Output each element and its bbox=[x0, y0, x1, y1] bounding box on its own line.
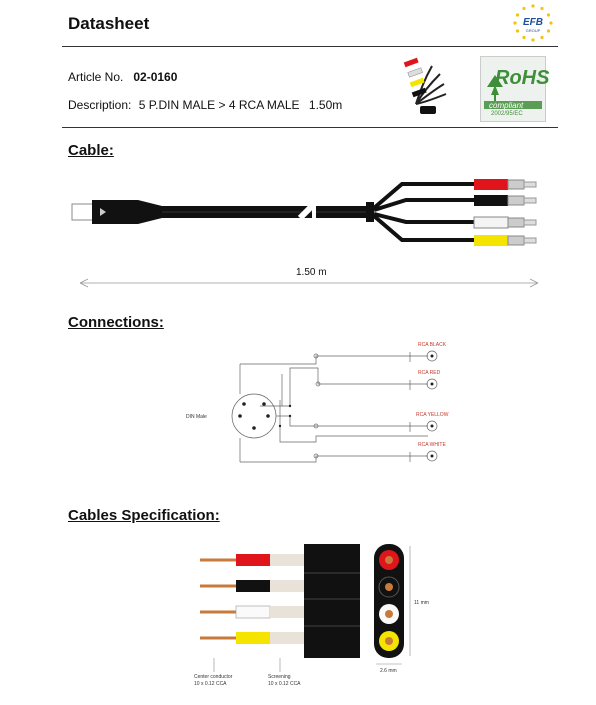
rca-label-white: RCA WHITE bbox=[418, 442, 446, 448]
din-male-label: DIN Male bbox=[186, 414, 207, 420]
article-number-row: Article No. 02-0160 bbox=[68, 70, 177, 84]
company-logo: EFB GROUP bbox=[512, 3, 554, 43]
rca-label-black: RCA BLACK bbox=[418, 342, 447, 348]
rohs-sub: compliant bbox=[489, 101, 524, 110]
cable-spec-drawing: 11 mm 2.6 mm Center conductor 10 x 0.12 … bbox=[194, 540, 440, 690]
spec-screen-value: 10 x 0.12 CCA bbox=[268, 681, 301, 687]
article-divider bbox=[62, 127, 558, 128]
description-label: Description: bbox=[68, 98, 132, 112]
description-row: Description: 5 P.DIN MALE > 4 RCA MALE 1… bbox=[68, 98, 342, 112]
rca-label-red: RCA RED bbox=[418, 370, 441, 376]
section-spec-title: Cables Specification: bbox=[68, 507, 220, 524]
svg-text:GROUP: GROUP bbox=[526, 28, 541, 33]
section-cable-title: Cable: bbox=[68, 142, 114, 159]
spec-center-value: 10 x 0.12 CCA bbox=[194, 681, 227, 687]
spec-height-label: 11 mm bbox=[414, 600, 429, 606]
product-thumbnail bbox=[396, 52, 452, 120]
connection-diagram: DIN Male RCA BLACK RCA RED RCA YELLOW RC… bbox=[170, 334, 460, 480]
page-title: Datasheet bbox=[68, 14, 150, 33]
article-number: 02-0160 bbox=[133, 70, 178, 84]
article-label: Article No. bbox=[68, 70, 124, 84]
cable-drawing: 1.50 m bbox=[62, 168, 558, 292]
cable-length-label: 1.50 m bbox=[292, 267, 331, 278]
spec-screen-label: Screening bbox=[268, 674, 291, 680]
rohs-code: 2002/95/EC bbox=[491, 111, 523, 117]
spec-center-label: Center conductor bbox=[194, 674, 233, 680]
section-connections-title: Connections: bbox=[68, 314, 164, 331]
description-value: 5 P.DIN MALE > 4 RCA MALE bbox=[138, 98, 300, 112]
description-length: 1.50m bbox=[308, 98, 343, 112]
header-divider bbox=[62, 46, 558, 47]
rca-label-yellow: RCA YELLOW bbox=[416, 412, 449, 418]
rohs-main: RoHS bbox=[495, 67, 550, 89]
spec-width-label: 2.6 mm bbox=[380, 668, 397, 674]
svg-text:EFB: EFB bbox=[523, 17, 543, 28]
rohs-logo: RoHS compliant 2002/95/EC bbox=[480, 56, 550, 122]
